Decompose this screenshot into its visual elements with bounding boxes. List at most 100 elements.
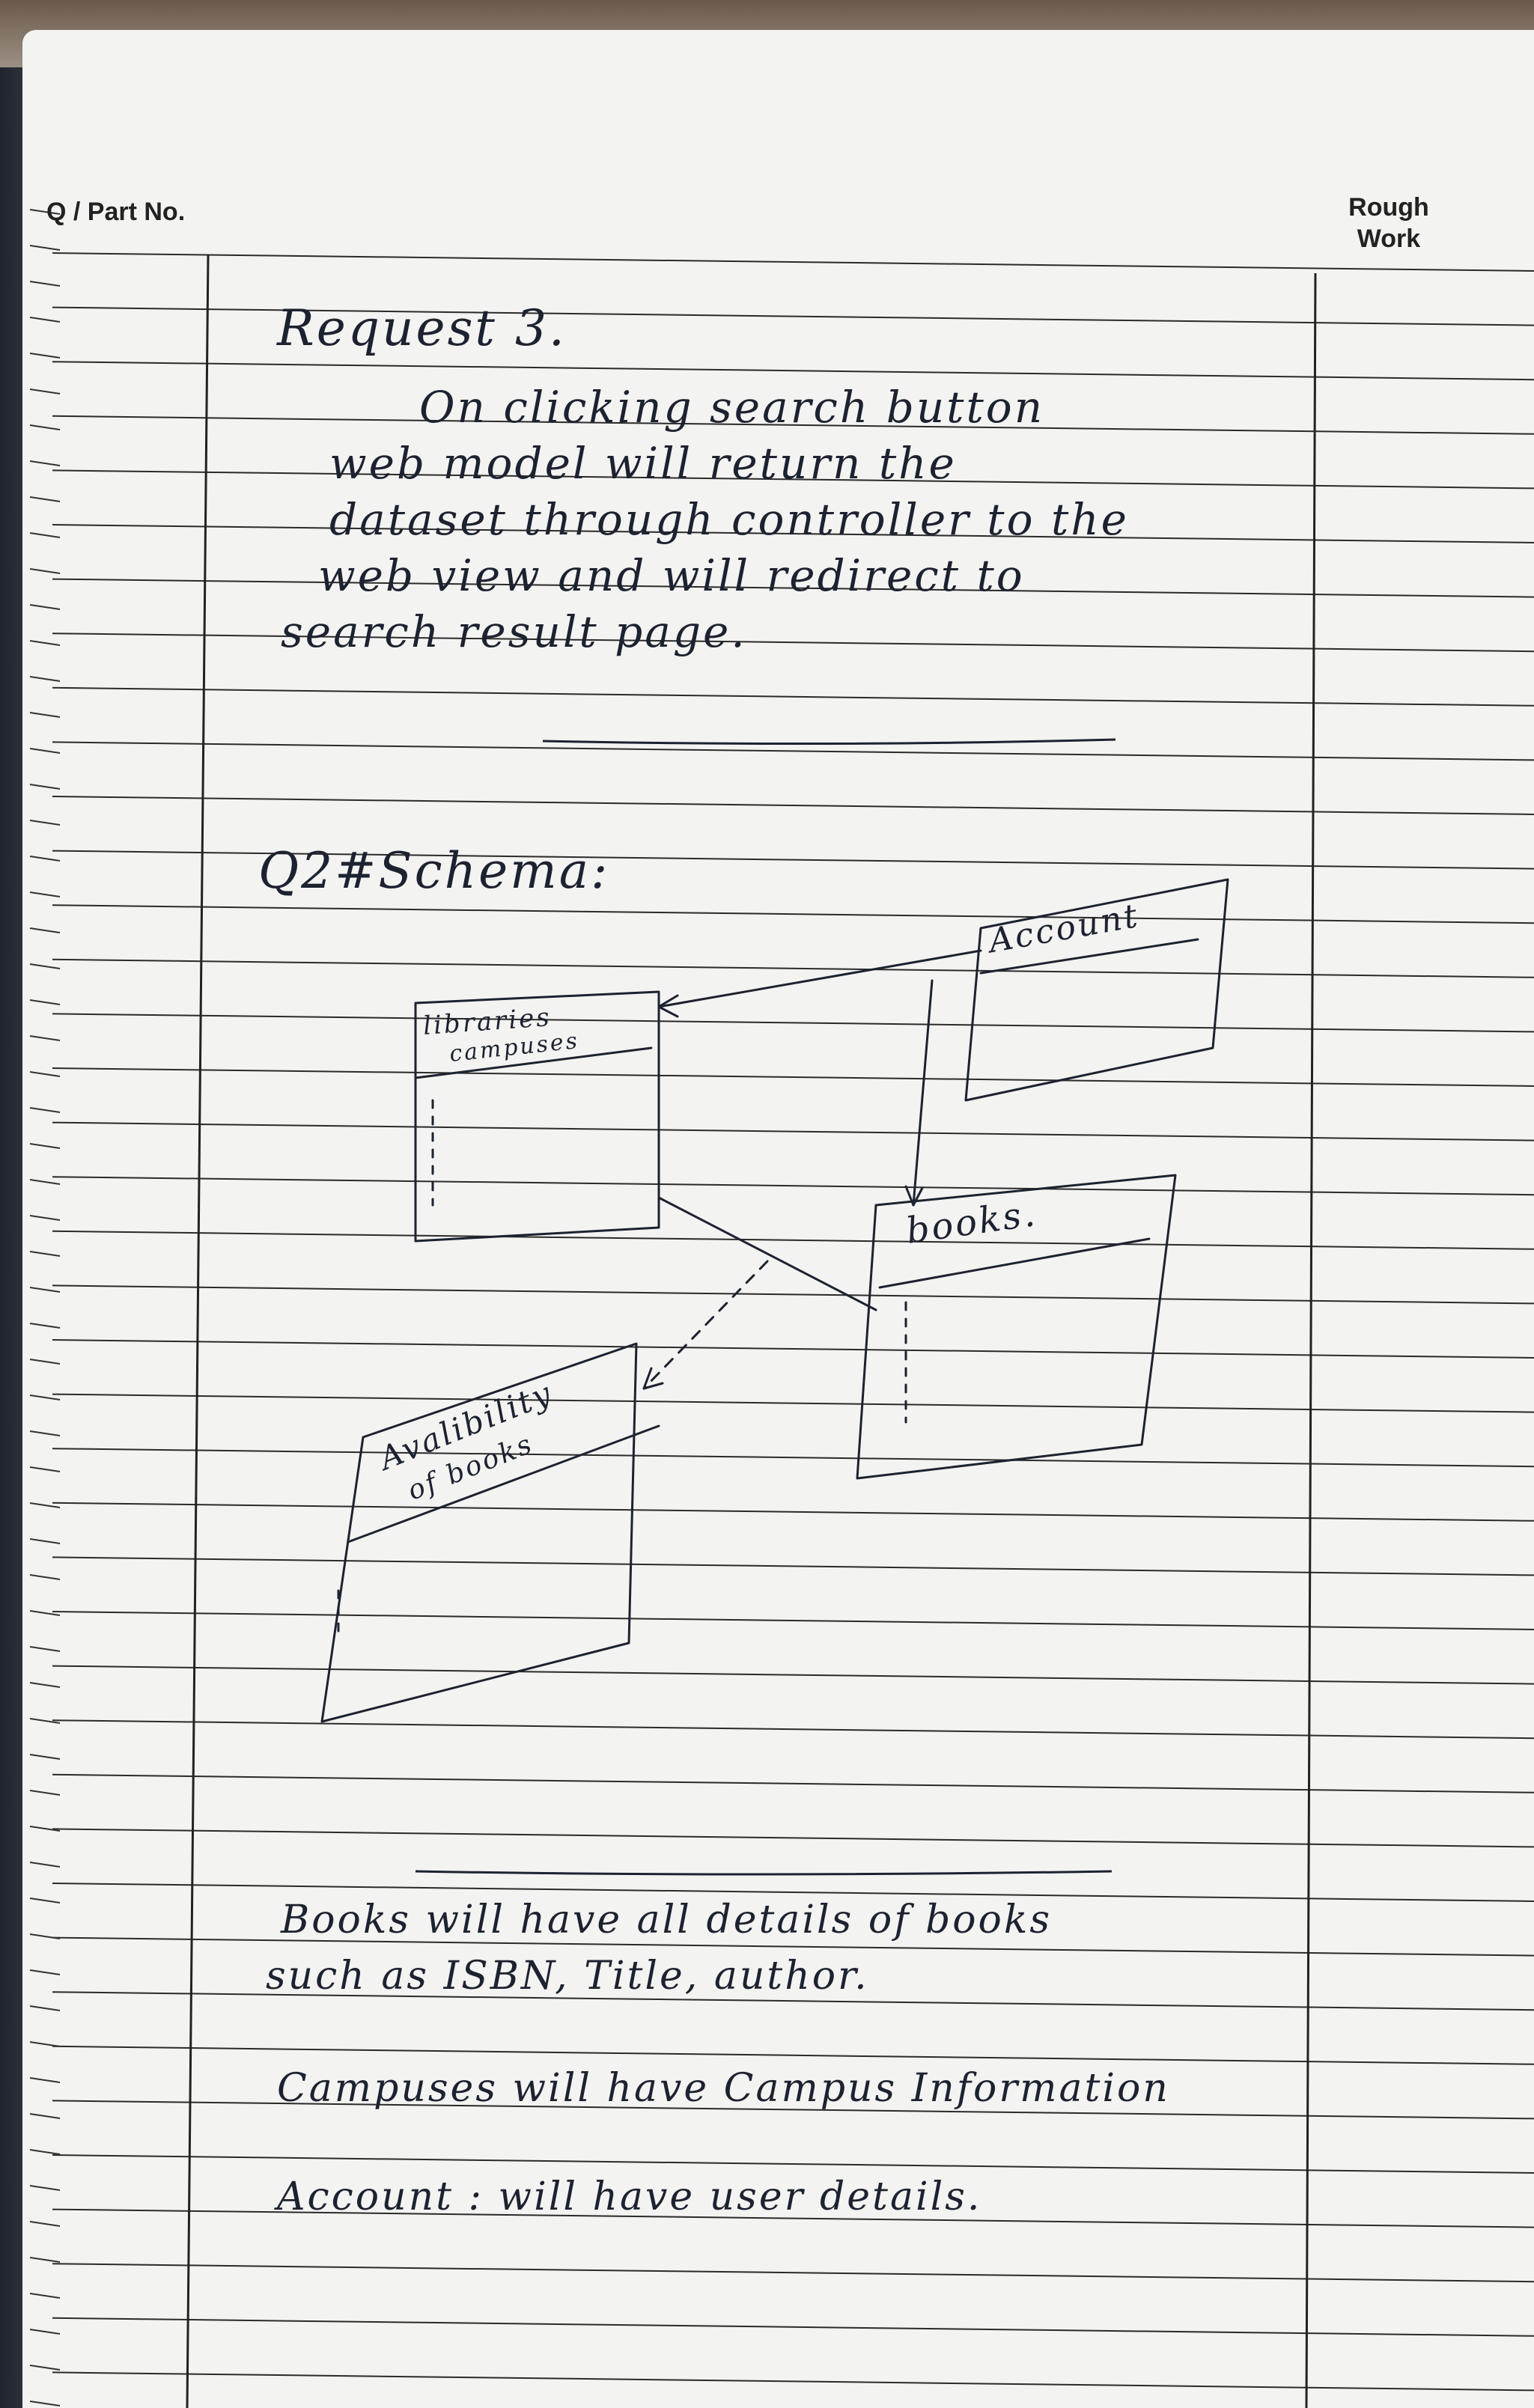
binding-tick xyxy=(29,2185,61,2191)
ruled-line xyxy=(52,524,1534,543)
request-line-2: web model will return the xyxy=(329,438,957,489)
ruled-line xyxy=(52,1665,1534,1685)
ruled-line xyxy=(52,958,1534,978)
request-line-5: search result page. xyxy=(281,606,747,657)
ruled-line xyxy=(52,1339,1534,1359)
account-to-libraries-arrow xyxy=(657,949,982,1008)
ruled-line xyxy=(52,1121,1534,1141)
ruled-line xyxy=(52,741,1534,761)
ruled-line xyxy=(52,2317,1534,2337)
ruled-line xyxy=(52,252,1534,272)
ruled-line xyxy=(52,1828,1534,1848)
ruled-line xyxy=(52,2371,1534,2392)
notebook-page xyxy=(22,30,1534,2408)
binding-tick xyxy=(29,963,61,969)
binding-tick xyxy=(29,1323,61,1329)
ruled-line xyxy=(52,1284,1534,1305)
ruled-line xyxy=(52,361,1534,381)
ruled-line xyxy=(52,1556,1534,1576)
rough-work-label: Rough Work xyxy=(1340,192,1437,254)
note-books: Books will have all details of books xyxy=(281,1898,1053,1942)
binding-tick xyxy=(29,1790,61,1796)
binding-tick xyxy=(29,2293,61,2299)
binding-tick xyxy=(29,1394,61,1400)
binding-tick xyxy=(29,1107,61,1113)
binding-tick xyxy=(29,1035,61,1041)
binding-tick xyxy=(29,784,61,790)
binding-tick xyxy=(29,1574,61,1580)
ruled-line xyxy=(52,415,1534,435)
binding-tick xyxy=(29,460,61,466)
ruled-line xyxy=(52,850,1534,870)
binding-tick xyxy=(29,927,61,933)
ruled-line xyxy=(52,1611,1534,1630)
binding-tick xyxy=(29,1179,61,1185)
binding-tick xyxy=(29,999,61,1005)
binding-tick xyxy=(29,1538,61,1544)
binding-tick xyxy=(29,2113,61,2119)
ruled-line xyxy=(52,1230,1534,1250)
binding-tick xyxy=(29,2005,61,2011)
ruled-line xyxy=(52,1176,1534,1196)
books-box xyxy=(856,1174,1177,1480)
binding-tick xyxy=(29,1933,61,1939)
ruled-line xyxy=(52,469,1534,490)
binding-tick xyxy=(29,2257,61,2263)
ruled-line xyxy=(52,1936,1534,1957)
binding-tick xyxy=(29,1430,61,1436)
binding-tick xyxy=(29,496,61,502)
binding-tick xyxy=(29,1969,61,1975)
binding-tick xyxy=(29,1287,61,1293)
binding-tick xyxy=(29,2365,61,2371)
binding-tick xyxy=(29,891,61,897)
binding-tick xyxy=(29,353,61,359)
q-part-no-label: Q / Part No. xyxy=(46,198,186,226)
account-to-books-arrow xyxy=(912,979,934,1207)
rough-work-line1: Rough xyxy=(1348,193,1429,222)
binding-tick xyxy=(29,388,61,394)
ruled-line xyxy=(52,2208,1534,2228)
note-books-fields: such as ISBN, Title, author. xyxy=(266,1954,869,1999)
binding-tick xyxy=(29,424,61,430)
account-box xyxy=(964,878,1229,1102)
binding-tick xyxy=(29,856,61,862)
binding-tick xyxy=(29,1862,61,1868)
binding-tick xyxy=(29,2221,61,2227)
binding-tick xyxy=(29,1754,61,1760)
binding-tick xyxy=(29,1215,61,1221)
binding-tick xyxy=(29,1826,61,1832)
ruled-line xyxy=(52,2263,1534,2283)
binding-tick xyxy=(29,1071,61,1077)
binding-tick xyxy=(29,676,61,682)
note-account: Account : will have user details. xyxy=(277,2174,982,2219)
binding-tick xyxy=(29,317,61,323)
ruled-line xyxy=(52,796,1534,815)
binding-tick xyxy=(29,1502,61,1508)
binding-tick xyxy=(29,1610,61,1616)
ruled-line xyxy=(52,2154,1534,2174)
binding-tick xyxy=(29,712,61,718)
binding-tick xyxy=(29,2077,61,2083)
binding-tick xyxy=(29,748,61,754)
ruled-line xyxy=(52,1773,1534,1793)
availability-box xyxy=(320,1342,638,1723)
ruled-line xyxy=(52,1013,1534,1033)
ruled-line xyxy=(52,904,1534,924)
binding-tick xyxy=(29,2149,61,2155)
request-line-4: web view and will redirect to xyxy=(318,550,1025,601)
libraries-to-books-line xyxy=(657,1196,877,1311)
ruled-line xyxy=(52,1719,1534,1740)
books-to-availability-arrow xyxy=(642,1260,769,1390)
request-line-1: On clicking search button xyxy=(419,382,1045,433)
binding-tick xyxy=(29,1466,61,1472)
ruled-line xyxy=(52,1883,1534,1902)
binding-tick xyxy=(29,820,61,826)
binding-tick xyxy=(29,568,61,574)
binding-tick xyxy=(29,2329,61,2335)
binding-tick xyxy=(29,281,61,287)
ruled-line xyxy=(52,2045,1534,2065)
ruled-line xyxy=(52,1448,1534,1468)
